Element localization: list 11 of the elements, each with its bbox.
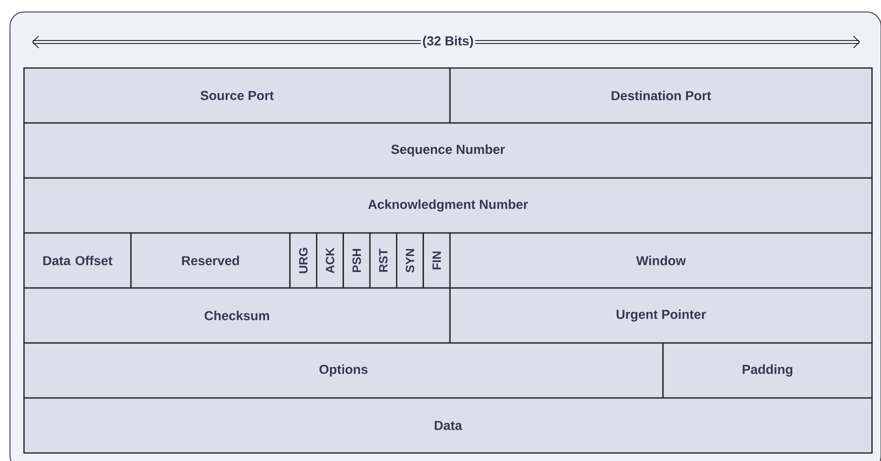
header-field: Padding [662,342,873,399]
header-field: Destination Port [449,67,873,124]
dimension-label: (32 Bits) [420,34,476,50]
header-field: Data Offset [23,232,132,289]
header-field: PSH [342,232,371,289]
header-field: SYN [396,232,424,289]
header-field: Source Port [23,67,451,124]
header-field: FIN [422,232,451,289]
header-field: URG [289,232,318,289]
header-field: RST [369,232,398,289]
header-field: ACK [316,232,344,289]
